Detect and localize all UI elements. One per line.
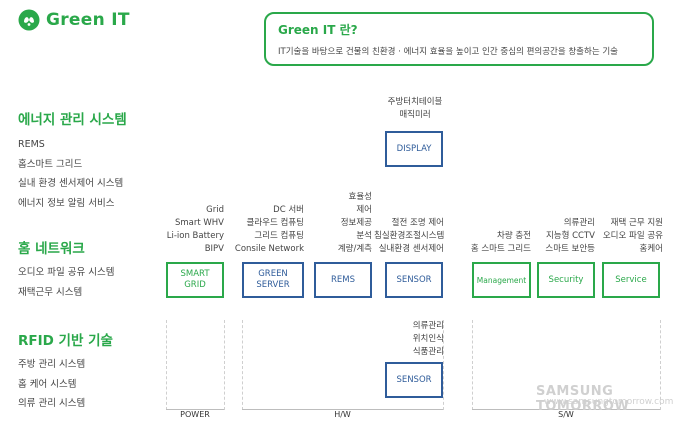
management-labels: 차량 충전 홈 스마트 그리드 <box>455 230 531 256</box>
smart-grid-label-3: Li-ion Battery <box>166 231 224 241</box>
management-label-1: 차량 충전 <box>497 231 531 241</box>
rems-box: REMS <box>314 262 372 298</box>
service-box-label: Service <box>615 274 647 285</box>
rems-label-3: 정보제공 <box>340 218 372 228</box>
security-labels: 의류관리 지능형 CCTV 스마트 보안등 <box>533 217 595 256</box>
management-label-2: 홈 스마트 그리드 <box>470 244 531 254</box>
watermark-url: www.samsungtomorrow.com <box>544 397 674 407</box>
service-label-1: 재택 근무 지원 <box>610 218 663 228</box>
service-box: Service <box>602 262 660 298</box>
display-label-2: 매직미러 <box>399 110 431 120</box>
section-item-energy-1: REMS <box>18 139 45 150</box>
rems-label-1: 효율성 <box>348 192 372 202</box>
display-box: DISPLAY <box>385 131 443 167</box>
sw-axis-line <box>472 409 660 410</box>
display-box-label: DISPLAY <box>396 143 432 154</box>
service-label-3: 홈케어 <box>639 244 663 254</box>
rfid-sensor-labels: 의류관리 위치인식 식품관리 <box>384 320 444 359</box>
section-item-home-network-2: 재택근무 시스템 <box>18 287 83 298</box>
axis-label-sw: S/W <box>558 410 574 419</box>
section-title-energy: 에너지 관리 시스템 <box>18 112 127 128</box>
security-label-3: 스마트 보안등 <box>545 244 595 254</box>
section-item-rfid-3: 의류 관리 시스템 <box>18 398 86 409</box>
green-it-logo-icon <box>18 9 40 31</box>
security-box-label: Security <box>548 274 584 285</box>
sensor-label-2: 침실환경조절시스템 <box>374 231 445 241</box>
rems-label-5: 계량/계측 <box>337 244 372 254</box>
rems-label-4: 분석 <box>356 231 372 241</box>
security-box: Security <box>537 262 595 298</box>
sensor-labels: 절전 조명 제어 침실환경조절시스템 실내환경 센서제어 <box>374 217 444 256</box>
green-server-label-1: DC 서버 <box>273 205 304 215</box>
smart-grid-label-2: Smart WHV <box>174 218 224 228</box>
security-label-1: 의류관리 <box>563 218 595 228</box>
sw-divider-right <box>660 320 662 410</box>
green-server-labels: DC 서버 클라우드 컴퓨팅 그리드 컴퓨팅 Consile Network <box>224 204 304 256</box>
rfid-sensor-box-label: SENSOR <box>396 374 432 385</box>
rfid-sensor-box: SENSOR <box>385 362 443 398</box>
section-title-rfid: RFID 기반 기술 <box>18 333 113 349</box>
smart-grid-labels: Grid Smart WHV Li-ion Battery BIPV <box>140 204 224 256</box>
rfid-sensor-label-2: 위치인식 <box>412 334 444 344</box>
service-labels: 재택 근무 지원 오디오 파일 공유 홈케어 <box>597 217 663 256</box>
logo-text: Green IT <box>46 10 130 30</box>
section-item-rfid-1: 주방 관리 시스템 <box>18 359 86 370</box>
display-label-1: 주방터치테이블 <box>387 97 443 107</box>
rems-box-label: REMS <box>330 274 355 285</box>
hw-divider-right <box>443 320 445 410</box>
rfid-sensor-label-1: 의류관리 <box>412 321 444 331</box>
section-item-energy-4: 에너지 정보 알림 서비스 <box>18 197 115 209</box>
hw-divider-left <box>242 320 244 410</box>
info-box: Green IT 란? IT기술을 바탕으로 건물의 친환경 · 에너지 효율을… <box>264 12 654 66</box>
sensor-box-label: SENSOR <box>396 274 432 285</box>
power-divider-left <box>166 320 168 410</box>
sw-divider-left <box>472 320 474 410</box>
management-box-label: Management <box>476 275 527 285</box>
green-server-label-4: Consile Network <box>234 244 304 254</box>
power-divider-right <box>224 320 226 410</box>
green-server-label-3: 그리드 컴퓨팅 <box>254 231 304 241</box>
security-label-2: 지능형 CCTV <box>545 231 595 241</box>
green-server-label-2: 클라우드 컴퓨팅 <box>246 218 304 228</box>
rems-label-2: 제어 <box>356 205 372 215</box>
smart-grid-label-4: BIPV <box>204 244 224 254</box>
management-box: Management <box>472 262 531 298</box>
info-box-title: Green IT 란? <box>278 23 358 37</box>
sensor-label-1: 절전 조명 제어 <box>391 218 444 228</box>
section-item-energy-3: 실내 환경 센서제어 시스템 <box>18 178 124 189</box>
section-item-home-network-1: 오디오 파일 공유 시스템 <box>18 267 115 278</box>
sensor-label-3: 실내환경 센서제어 <box>378 244 444 254</box>
sensor-box: SENSOR <box>385 262 443 298</box>
section-title-home-network: 홈 네트워크 <box>18 241 85 257</box>
axis-label-hw: H/W <box>334 410 351 419</box>
display-labels: 주방터치테이블 매직미러 <box>370 96 460 122</box>
smart-grid-label-1: Grid <box>206 205 224 215</box>
axis-label-power: POWER <box>180 410 210 419</box>
logo: Green IT <box>18 9 130 31</box>
watermark-brand: SAMSUNG TOMORROW <box>536 384 630 414</box>
hw-axis-line <box>242 409 443 410</box>
rfid-sensor-label-3: 식품관리 <box>412 347 444 357</box>
service-label-2: 오디오 파일 공유 <box>602 231 663 241</box>
section-item-rfid-2: 홈 케어 시스템 <box>18 378 77 390</box>
section-item-energy-2: 홈스마트 그리드 <box>18 158 83 170</box>
info-box-description: IT기술을 바탕으로 건물의 친환경 · 에너지 효율을 높이고 인간 중심의 … <box>278 47 618 57</box>
rems-labels: 효율성 제어 정보제공 분석 계량/계측 <box>314 191 372 256</box>
power-axis-line <box>166 409 224 410</box>
